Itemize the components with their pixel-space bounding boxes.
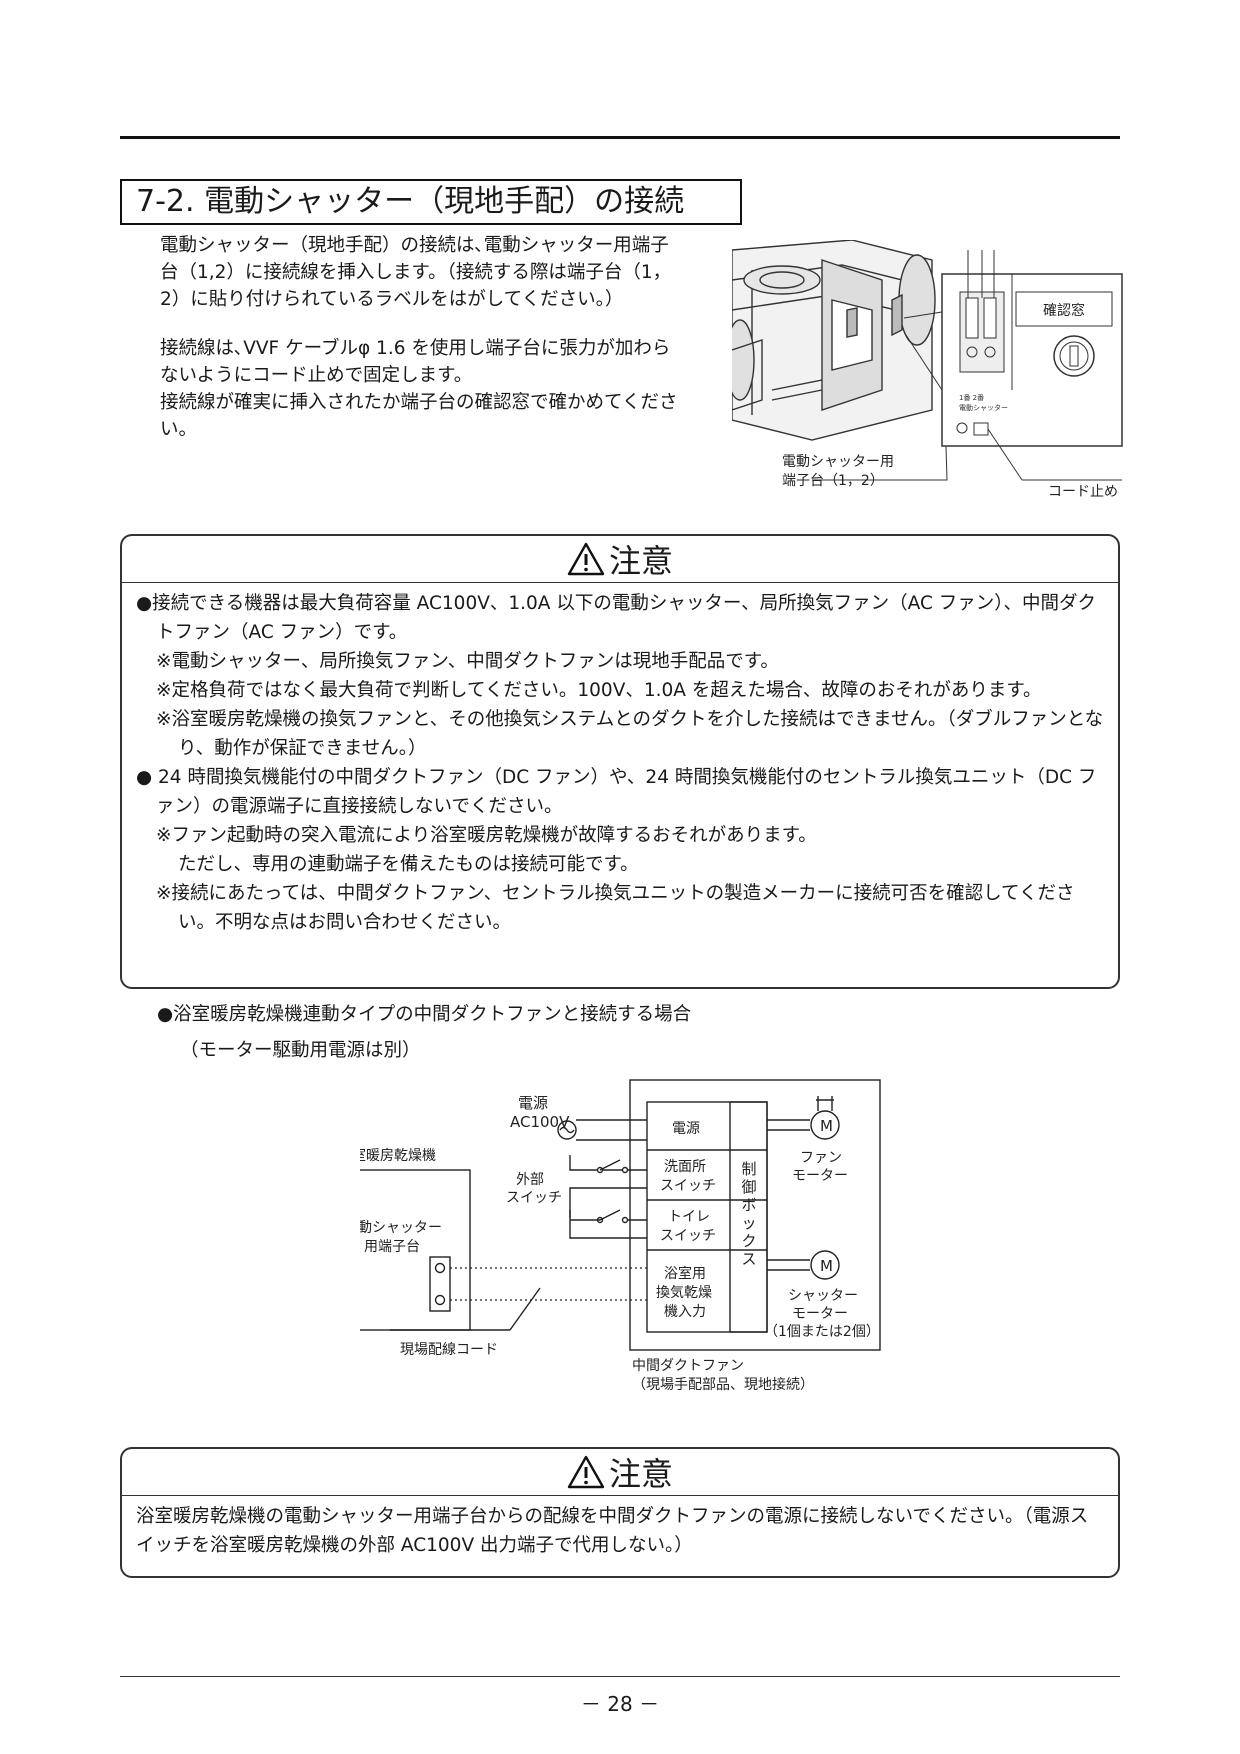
intro-paragraph-2b: 接続線が確実に挿入されたか端子台の確認窓で確かめてください。	[160, 392, 678, 440]
label-window: 確認窓	[1043, 302, 1085, 319]
terminal-label-1: 電動シャッター	[360, 1220, 442, 1236]
control-box-char: ッ	[741, 1214, 756, 1232]
page-number: － 28 －	[580, 1692, 660, 1716]
box-power: 電源	[672, 1121, 700, 1137]
box-wash-2: スイッチ	[660, 1178, 716, 1194]
section-title: 7-2. 電動シャッター（現地手配）の接続	[120, 179, 742, 225]
tiny-label-1: 1番 2番	[959, 394, 984, 402]
terminal-label-2: 用端子台	[364, 1239, 420, 1255]
caution-note-2: ※定格負荷ではなく最大負荷で判断してください。100V、1.0A を超えた場合、…	[156, 680, 1042, 701]
fan-motor-symbol: M	[820, 1117, 833, 1135]
control-box-char: ボ	[741, 1196, 756, 1214]
power-label-2: AC100V	[510, 1113, 570, 1131]
shutter-motor-label-2: モーター	[792, 1306, 848, 1322]
caution-header: 注意	[122, 1449, 1118, 1496]
bottom-rule	[120, 1676, 1120, 1677]
fan-motor-label-2: モーター	[792, 1168, 848, 1184]
caution-header: 注意	[122, 536, 1118, 583]
label-cord-clamp: コード止め	[1048, 484, 1118, 500]
duct-fan-label-1: 中間ダクトファン	[632, 1358, 744, 1374]
tiny-label-2: 電動シャッター	[959, 403, 1008, 412]
diagram-subheading: （モーター駆動用電源は別）	[180, 1040, 421, 1061]
intro-paragraph-1: 電動シャッター（現地手配）の接続は､電動シャッター用端子台（1,2）に接続線を挿…	[160, 235, 672, 310]
control-box-char: 制	[741, 1160, 756, 1178]
wiring-diagram: 電源 AC100V 電源 洗面所 スイッチ トイレ スイッチ 浴室用 換気乾燥 …	[360, 1079, 881, 1393]
caution-box-2: 注意 浴室暖房乾燥機の電動シャッター用端子台からの配線を中間ダクトファンの電源に…	[120, 1447, 1120, 1578]
top-rule	[120, 136, 1120, 139]
box-toilet-1: トイレ	[668, 1209, 710, 1225]
diagram-heading: ●浴室暖房乾燥機連動タイプの中間ダクトファンと接続する場合	[157, 1004, 692, 1025]
caution-note-4-cont: ただし、専用の連動端子を備えたものは接続可能です。	[178, 854, 639, 875]
terminal-block-illustration: 確認窓 1番 2番 電動シャッター 電動シャッター用 端子台（1，2） コード止…	[732, 240, 1123, 500]
control-box-char: ス	[741, 1250, 756, 1268]
intro-text: 電動シャッター（現地手配）の接続は､電動シャッター用端子台（1,2）に接続線を挿…	[160, 232, 680, 443]
box-bath-1: 浴室用	[664, 1265, 706, 1282]
caution-bullet-2: ● 24 時間換気機能付の中間ダクトファン（DC ファン）や、24 時間換気機能…	[136, 767, 1097, 817]
warning-triangle-icon	[567, 542, 605, 576]
caution-body: ●接続できる機器は最大負荷容量 AC100V、1.0A 以下の電動シャッター、局…	[122, 583, 1118, 945]
box-bath-2: 換気乾燥	[656, 1285, 712, 1301]
caution-note-5: ※接続にあたっては、中間ダクトファン、セントラル換気ユニットの製造メーカーに接続…	[156, 883, 1075, 933]
shutter-motor-symbol: M	[820, 1257, 833, 1275]
control-box-label: 制 御 ボ ッ ク ス	[741, 1160, 756, 1268]
caution-note-4: ※ファン起動時の突入電流により浴室暖房乾燥機が故障するおそれがあります。	[156, 825, 817, 846]
control-box-char: ク	[741, 1232, 756, 1250]
control-box-char: 御	[741, 1178, 756, 1196]
ext-switch-label-1: 外部	[516, 1172, 544, 1188]
intro-paragraph-2a: 接続線は､VVF ケーブルφ 1.6 を使用し端子台に張力が加わらないようにコー…	[160, 338, 671, 386]
fan-motor-label-1: ファン	[800, 1150, 842, 1166]
caution-title: 注意	[608, 1455, 673, 1493]
warning-triangle-icon	[567, 1455, 605, 1489]
label-terminal-1: 電動シャッター用	[782, 454, 894, 470]
box-bath-3: 機入力	[664, 1304, 706, 1320]
caution-bullet-1: ●接続できる機器は最大負荷容量 AC100V、1.0A 以下の電動シャッター、局…	[136, 593, 1097, 643]
shutter-motor-label-3: （1個または2個）	[764, 1324, 880, 1340]
caution-title: 注意	[608, 542, 673, 580]
caution-body: 浴室暖房乾燥機の電動シャッター用端子台からの配線を中間ダクトファンの電源に接続し…	[122, 1496, 1118, 1568]
caution-box-1: 注意 ●接続できる機器は最大負荷容量 AC100V、1.0A 以下の電動シャッタ…	[120, 534, 1120, 989]
ext-switch-label-2: スイッチ	[506, 1190, 562, 1206]
label-terminal-2: 端子台（1，2）	[782, 473, 884, 489]
power-label-1: 電源	[518, 1094, 548, 1112]
bath-unit-label: 浴室暖房乾燥機	[360, 1147, 436, 1164]
field-cord-label: 現場配線コード	[400, 1342, 498, 1358]
box-toilet-2: スイッチ	[660, 1228, 716, 1244]
shutter-motor-label-1: シャッター	[788, 1288, 858, 1304]
caution-text: 浴室暖房乾燥機の電動シャッター用端子台からの配線を中間ダクトファンの電源に接続し…	[136, 1506, 1089, 1556]
caution-note-1: ※電動シャッター、局所換気ファン、中間ダクトファンは現地手配品です。	[156, 651, 779, 672]
box-wash-1: 洗面所	[664, 1159, 706, 1175]
duct-fan-label-2: （現場手配部品、現地接続）	[632, 1376, 814, 1393]
caution-note-3: ※浴室暖房乾燥機の換気ファンと、その他換気システムとのダクトを介した接続はできま…	[156, 709, 1104, 759]
